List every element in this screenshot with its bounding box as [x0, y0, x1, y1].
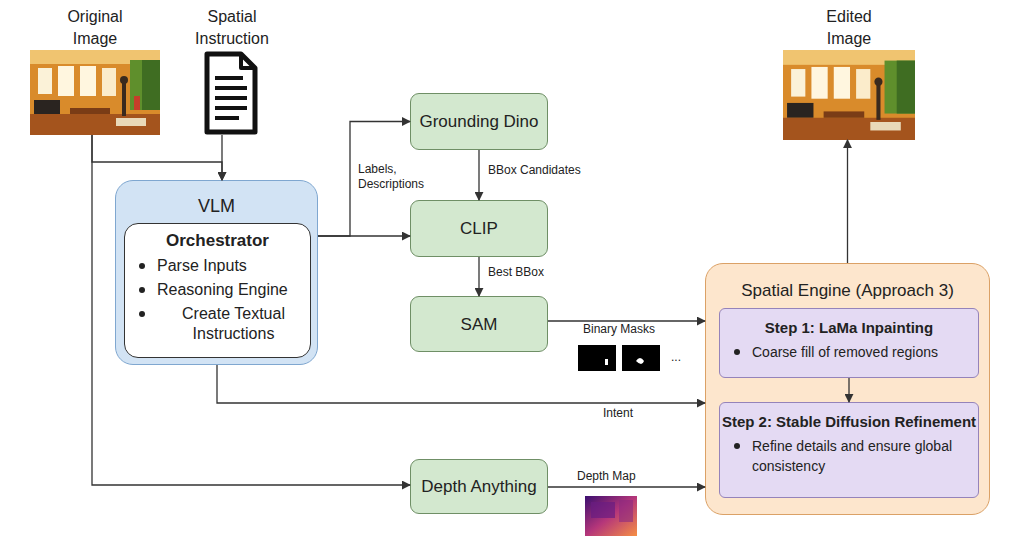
model-group: VLM OrchestratorParse InputsReasoning Eng…	[115, 180, 318, 365]
step-title: Step 1: LaMa Inpainting	[720, 318, 978, 338]
process-box: Grounding Dino	[410, 93, 548, 150]
bullet-dot	[734, 443, 740, 449]
edge-label: BBox Candidates	[488, 163, 581, 178]
bullet-text: Coarse fill of removed regions	[752, 342, 938, 362]
bullet-dot	[139, 263, 145, 269]
box-title: SAM	[461, 314, 498, 335]
connector-arrow	[318, 235, 410, 236]
box-title: Orchestrator	[125, 230, 310, 252]
bullet-text: Reasoning Engine	[157, 280, 288, 300]
connector-arrow	[478, 150, 479, 200]
bullet-row: Coarse fill of removed regions	[720, 342, 978, 362]
edge-label: Intent	[603, 406, 633, 421]
group-title: VLM	[116, 195, 317, 217]
process-box: Depth Anything	[410, 459, 548, 514]
edge-label: Depth Map	[577, 469, 636, 484]
box-title: CLIP	[460, 218, 498, 239]
edge-label: Best BBox	[488, 265, 544, 280]
connector-arrow	[217, 365, 705, 403]
process-box: SAM	[410, 296, 548, 352]
connector-arrow	[848, 378, 849, 402]
image-heading: Spatial Instruction	[182, 6, 282, 50]
depth-thumbnail	[585, 496, 637, 536]
step-box: Step 1: LaMa InpaintingCoarse fill of re…	[719, 308, 979, 378]
bullet-dot	[734, 349, 740, 355]
step-title: Step 2: Stable Diffusion Refinement	[720, 412, 978, 432]
connector-arrow	[478, 257, 479, 296]
bullet-row: Create Textual Instructions	[125, 304, 310, 344]
process-box: CLIP	[410, 200, 548, 257]
image-heading: Edited Image	[809, 6, 889, 50]
ellipsis-note: ...	[671, 350, 681, 365]
step-box: Step 2: Stable Diffusion RefinementRefin…	[719, 402, 979, 498]
bullet-text: Refine details and ensure global consist…	[752, 436, 978, 476]
edge-label: Labels, Descriptions	[358, 162, 438, 192]
engine-group: Spatial Engine (Approach 3) Step 1: LaMa …	[705, 263, 990, 515]
mask-thumbnails	[578, 345, 662, 371]
connector-arrow	[221, 135, 222, 180]
document-icon	[203, 50, 259, 136]
edited-photo	[783, 50, 915, 140]
bullet-row: Reasoning Engine	[125, 280, 310, 300]
room-photo	[30, 50, 160, 135]
bullet-row: Parse Inputs	[125, 256, 310, 276]
box-title: Depth Anything	[421, 476, 536, 497]
box-title: Grounding Dino	[419, 111, 538, 132]
bullet-text: Create Textual Instructions	[157, 304, 310, 344]
connector-arrow	[548, 320, 705, 321]
bullet-dot	[139, 311, 145, 317]
orchestrator-box: OrchestratorParse InputsReasoning Engine…	[124, 223, 311, 358]
connector-arrow	[92, 135, 222, 180]
connector-arrow	[847, 140, 848, 263]
edge-label: Binary Masks	[583, 322, 655, 337]
bullet-dot	[139, 287, 145, 293]
image-heading: Original Image	[55, 6, 135, 50]
group-title: Spatial Engine (Approach 3)	[706, 280, 989, 302]
connector-arrow	[548, 486, 705, 487]
bullet-row: Refine details and ensure global consist…	[720, 436, 978, 476]
bullet-text: Parse Inputs	[157, 256, 247, 276]
